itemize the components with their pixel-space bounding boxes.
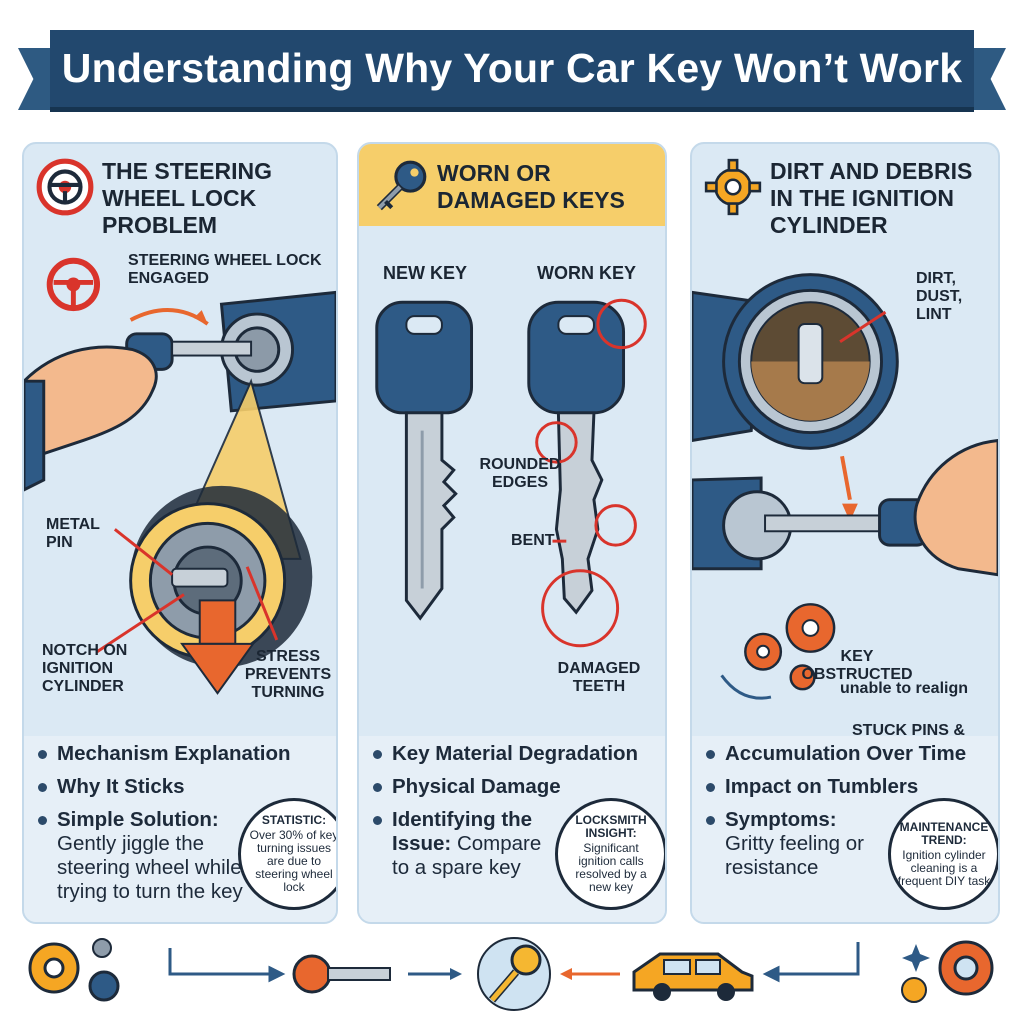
panel-header: Worn or Damaged Keys (359, 144, 665, 226)
car-icon (632, 952, 754, 1001)
bullet-item: Impact on Tumblers (706, 775, 988, 799)
panel-worn-keys: Worn or Damaged Keys New Key Worn K (357, 142, 667, 924)
bullet-body: Gently jiggle the steering wheel while t… (57, 832, 243, 903)
key-icon (376, 160, 427, 211)
arrow-icon (762, 942, 860, 983)
bullet-title: Simple Solution: (57, 808, 219, 831)
maintenance-callout: Maintenance Trend: Ignition cylinder cle… (888, 798, 998, 910)
callout-body: Significant ignition calls resolved by a… (575, 841, 647, 894)
bullet-item: Key Material Degradation (373, 742, 655, 766)
bullet-title: Mechanism Explanation (57, 742, 291, 765)
bullet-item: Symptoms: Gritty feeling or resistance (706, 808, 988, 880)
title-banner: Understanding Why Your Car Key Won’t Wor… (0, 0, 1024, 130)
label-worn-key: Worn Key (537, 263, 636, 283)
callout-body: Ignition cylinder cleaning is a frequent… (897, 847, 991, 888)
bullet-dot (38, 783, 47, 792)
bullet-item: Identifying the Issue: Compare to a spar… (373, 808, 655, 880)
bullet-dot (38, 816, 47, 825)
panel-dirt-debris: Dirt and Debris in the Ignition Cylinder (690, 142, 1000, 924)
key-comparison-illustration: New Key Worn Key Rounded Edges Bent Dama… (359, 230, 665, 720)
gear-icon (704, 158, 762, 216)
panel-heading: The Steering Wheel Lock Problem (102, 158, 272, 238)
label-lock-engaged: Steering Wheel Lock Engaged (128, 252, 322, 287)
bullet-title: Symptoms: (725, 808, 837, 831)
panel-header: The Steering Wheel Lock Problem (24, 144, 336, 238)
callout-title: Statistic: (261, 813, 327, 827)
bullet-item: Mechanism Explanation (38, 742, 326, 766)
panel-header: Dirt and Debris in the Ignition Cylinder (692, 144, 998, 238)
bullet-title: Identifying the Issue: (392, 808, 533, 855)
panel-heading: Worn or Damaged Keys (437, 160, 625, 213)
bullet-item: Why It Sticks (38, 775, 326, 799)
bullet-title: Physical Damage (392, 775, 561, 798)
bullet-title: Key Material Degradation (392, 742, 639, 765)
bullet-dot (706, 783, 715, 792)
sparkle-gear-icon (901, 940, 994, 1003)
bullet-body: Compare to a spare key (392, 832, 542, 879)
bullet-title: Why It Sticks (57, 775, 185, 798)
key-icon (292, 954, 391, 994)
steering-lock-illustration: Steering Wheel Lock Engaged Metal Pin No… (24, 230, 336, 720)
callout-title: Locksmith Insight: (575, 813, 647, 840)
bullet-dot (38, 750, 47, 759)
label-damaged-teeth: Damaged Teeth (557, 660, 641, 695)
page-title: Understanding Why Your Car Key Won’t Wor… (61, 45, 963, 91)
dirt-cylinder-illustration: Dirt, Dust, Lint Key Obstructed Stuck Pi… (692, 230, 998, 757)
label-obstructed: Key Obstructed (801, 648, 913, 683)
bullet-dot (373, 816, 382, 825)
key-icon (477, 937, 551, 1011)
bullet-dot (373, 750, 382, 759)
label-stress: Stress Prevents Turning (244, 648, 332, 701)
bullet-title: Accumulation Over Time (725, 742, 967, 765)
label-new-key: New Key (383, 263, 468, 283)
label-notch: Notch on Ignition Cylinder (42, 642, 128, 695)
bullet-item: Simple Solution: Gently jiggle the steer… (38, 808, 326, 904)
bullet-title: Impact on Tumblers (725, 775, 919, 798)
arrow-icon (560, 968, 620, 980)
label-dirt: Dirt, Dust, Lint (916, 270, 963, 323)
label-metal-pin: Metal Pin (46, 516, 100, 551)
gear-icon (28, 938, 120, 1002)
label-realign: unable to realign (840, 680, 969, 697)
bullet-item: Accumulation Over Time (706, 742, 988, 766)
steering-wheel-icon (36, 158, 94, 216)
bullet-item: Physical Damage (373, 775, 655, 799)
footer-icon-strip (0, 928, 1024, 1024)
panel-steering-lock: The Steering Wheel Lock Problem (22, 142, 338, 924)
label-rounded-edges: Rounded Edges (479, 456, 561, 491)
label-bent: Bent (511, 532, 555, 549)
callout-body: Over 30% of key turning issues are due t… (249, 828, 338, 894)
new-key-graphic (375, 300, 474, 621)
bullet-dot (706, 750, 715, 759)
bullet-dot (373, 783, 382, 792)
callout-title: Maintenance Trend: (899, 819, 989, 847)
banner-bar: Understanding Why Your Car Key Won’t Wor… (50, 30, 974, 112)
panel-heading: Dirt and Debris in the Ignition Cylinder (770, 158, 973, 238)
bullet-dot (706, 816, 715, 825)
steering-wheel-lock-icon (46, 257, 101, 312)
arrow-icon (168, 948, 286, 983)
bullet-body: Gritty feeling or resistance (725, 832, 864, 879)
arrow-icon (408, 968, 462, 980)
locksmith-callout: Locksmith Insight: Significant ignition … (555, 798, 665, 910)
statistic-callout: Statistic: Over 30% of key turning issue… (238, 798, 338, 910)
